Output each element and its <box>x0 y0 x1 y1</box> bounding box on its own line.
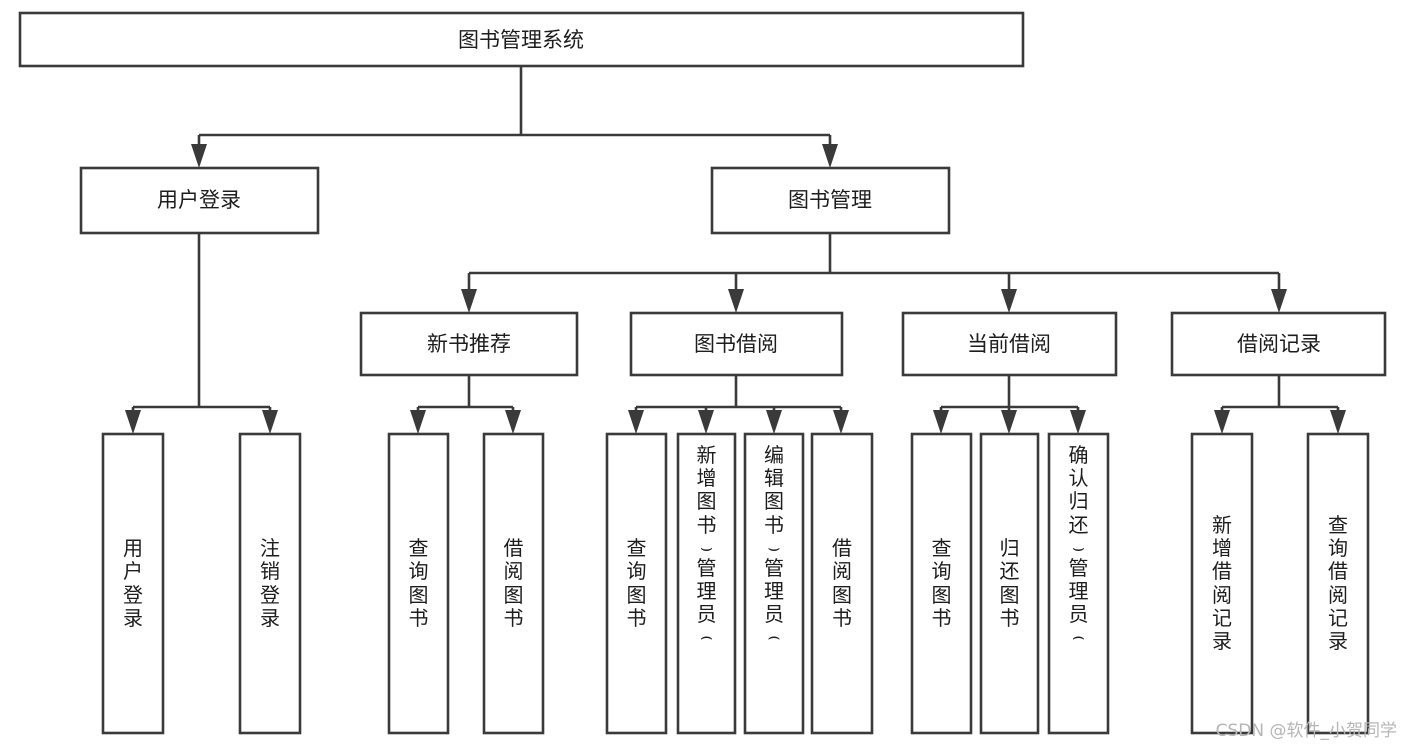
leaf-box[interactable] <box>979 432 1040 735</box>
connector-currentborrow-to-leaves <box>933 375 1086 434</box>
leaf-box[interactable] <box>743 432 805 735</box>
leaf-box[interactable] <box>810 432 874 735</box>
leaf-box[interactable] <box>676 432 737 735</box>
leaf-box[interactable] <box>1047 432 1110 735</box>
node-borrow-record-label: 借阅记录 <box>1237 332 1321 356</box>
connector-userlogin-to-leaves <box>125 233 278 434</box>
connector-borrowrecord-to-leaves <box>1214 375 1346 434</box>
leaf-box[interactable] <box>387 432 450 735</box>
node-user-login-label: 用户登录 <box>157 188 241 212</box>
leaf-box[interactable] <box>101 432 165 735</box>
node-book-management-label: 图书管理 <box>788 188 872 212</box>
node-user-login[interactable]: 用户登录 <box>79 166 320 235</box>
leaf-box[interactable] <box>1190 432 1254 735</box>
connector-bookmgmt-to-level3 <box>461 233 1287 313</box>
node-book-borrow-label: 图书借阅 <box>694 332 778 356</box>
connector-newbook-to-leaves <box>410 375 521 434</box>
leaf-box[interactable] <box>910 432 973 735</box>
node-root[interactable]: 图书管理系统 <box>18 11 1025 68</box>
node-new-book-recommend[interactable]: 新书推荐 <box>359 311 579 377</box>
node-book-management[interactable]: 图书管理 <box>710 166 951 235</box>
connector-bookborrow-to-leaves <box>628 375 849 434</box>
node-root-label: 图书管理系统 <box>458 28 584 52</box>
node-borrow-record[interactable]: 借阅记录 <box>1170 311 1387 377</box>
node-book-borrow[interactable]: 图书借阅 <box>629 311 844 377</box>
node-current-borrow[interactable]: 当前借阅 <box>901 311 1118 377</box>
leaf-box[interactable] <box>482 432 545 735</box>
node-new-book-recommend-label: 新书推荐 <box>427 332 511 356</box>
connector-root-to-level2 <box>191 66 838 168</box>
leaf-box[interactable] <box>605 432 668 735</box>
leaf-box[interactable] <box>238 432 302 735</box>
leaf-box[interactable] <box>1306 432 1370 735</box>
node-current-borrow-label: 当前借阅 <box>967 332 1051 356</box>
